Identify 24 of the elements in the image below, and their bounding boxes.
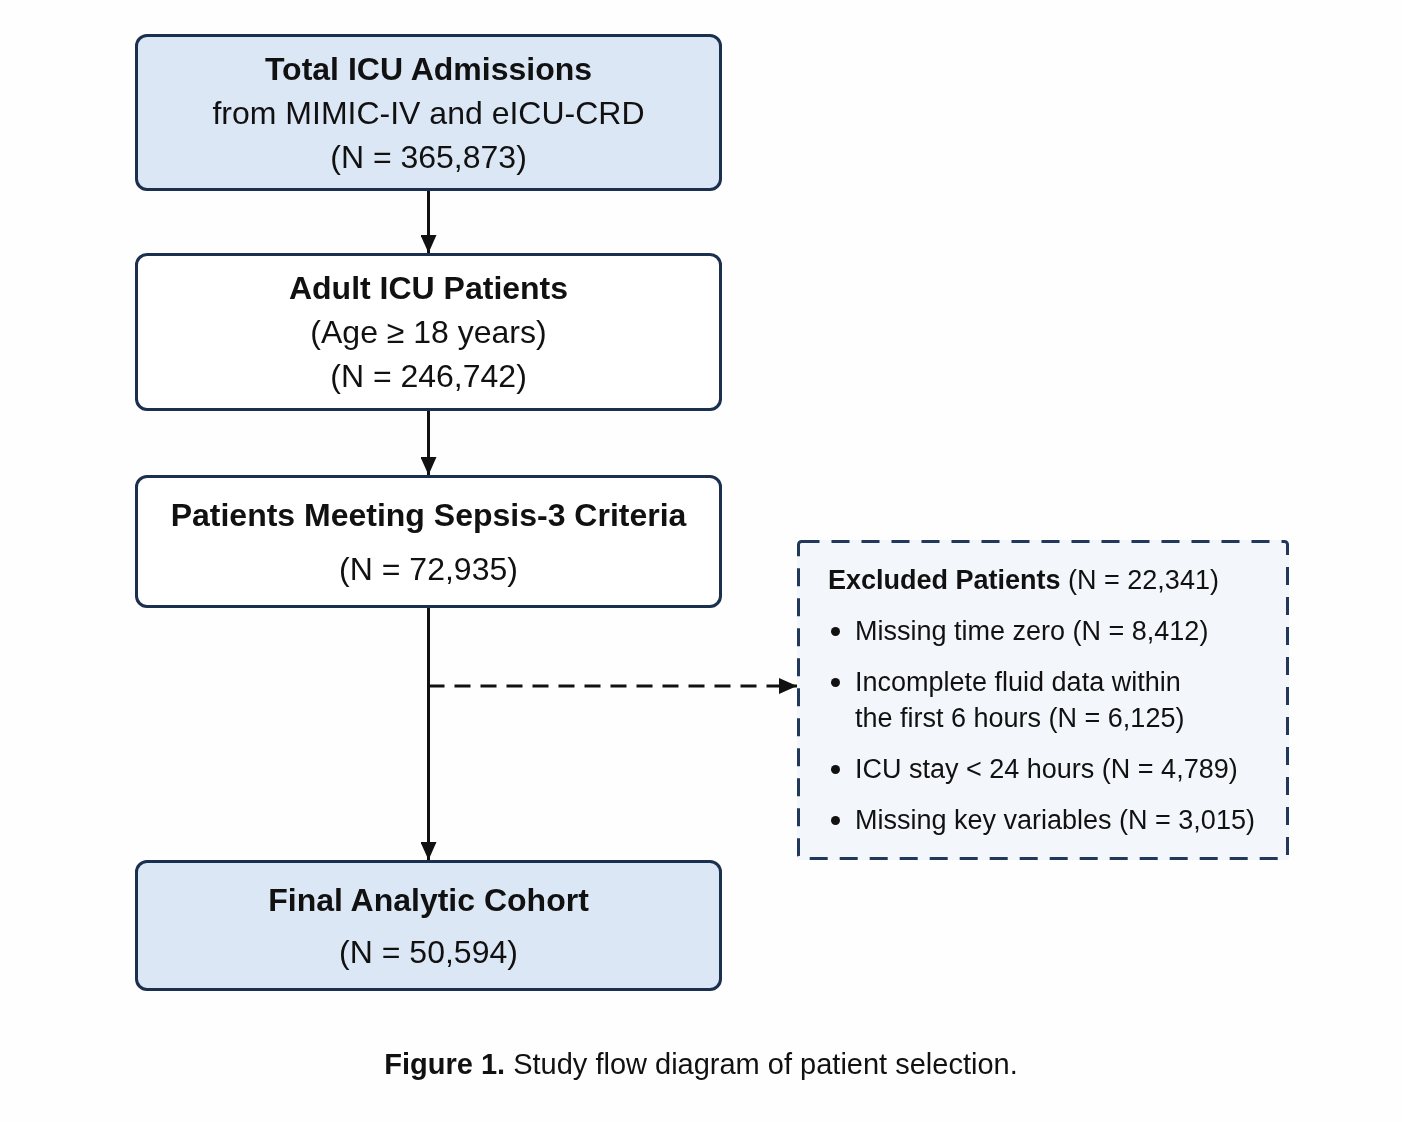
list-item: Missing time zero (N = 8,412) bbox=[855, 615, 1209, 648]
process-box bbox=[135, 34, 722, 191]
process-box bbox=[135, 253, 722, 411]
process-box bbox=[135, 475, 722, 608]
box-text: from MIMIC-IV and eICU-CRD bbox=[212, 93, 645, 133]
arrow bbox=[427, 608, 797, 694]
list-item: Incomplete fluid data within the first 6 hours (N = 6,125) bbox=[855, 666, 1186, 735]
box-text: (N = 365,873) bbox=[330, 137, 527, 177]
box-title: Final Analytic Cohort bbox=[268, 880, 589, 920]
box-text: (N = 72,935) bbox=[339, 549, 518, 589]
list-item: ICU stay < 24 hours (N = 4,789) bbox=[855, 753, 1238, 786]
list-item: Missing key variables (N = 3,015) bbox=[855, 804, 1255, 837]
figure-caption: Figure 1. Study flow diagram of patient selection. bbox=[383, 1047, 1019, 1082]
box-title: Adult ICU Patients bbox=[288, 269, 569, 308]
exclusion-heading: Excluded Patients (N = 22,341) bbox=[828, 564, 1219, 597]
box-title: Total ICU Admissions bbox=[264, 49, 593, 89]
box-title: Patients Meeting Sepsis-3 Criteria bbox=[170, 495, 687, 535]
arrow bbox=[420, 191, 437, 253]
arrow bbox=[420, 411, 437, 475]
process-box bbox=[135, 860, 722, 991]
exclusion-box bbox=[797, 540, 1289, 860]
box-text: (Age ≥ 18 years) bbox=[310, 313, 547, 352]
box-text: (N = 50,594) bbox=[339, 932, 518, 972]
box-text: (N = 246,742) bbox=[330, 357, 527, 396]
